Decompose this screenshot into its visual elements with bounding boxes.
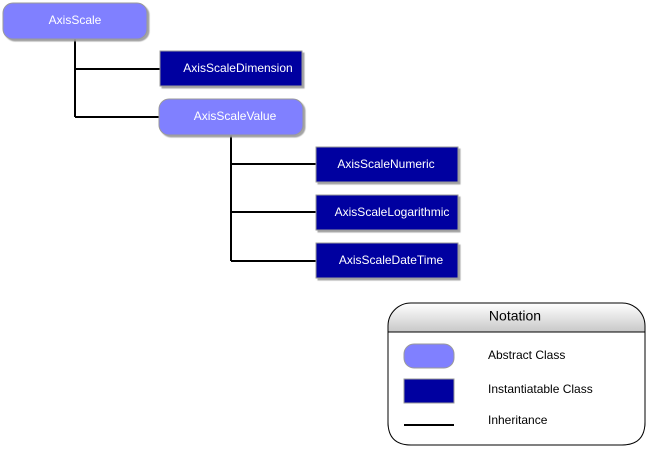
node-axis-scale-datetime-label: AxisScaleDateTime — [339, 253, 444, 267]
inheritance-connectors — [74, 39, 316, 262]
notation-legend-frame — [388, 303, 645, 332]
node-axis-scale-numeric[interactable]: AxisScaleNumeric — [315, 146, 459, 183]
notation-title: Notation — [489, 308, 541, 324]
notation-legend: Notation Abstract Class Instantiatable C… — [387, 302, 646, 446]
node-axis-scale-logarithmic-label: AxisScaleLogarithmic — [335, 205, 450, 219]
node-axis-scale-logarithmic[interactable]: AxisScaleLogarithmic — [315, 194, 459, 231]
node-axis-scale-value-label: AxisScaleValue — [194, 109, 277, 123]
node-axis-scale-dimension-label: AxisScaleDimension — [183, 61, 292, 75]
abstract-class-label: Abstract Class — [488, 348, 565, 362]
node-axis-scale[interactable]: AxisScale — [2, 2, 148, 40]
abstract-class-swatch — [403, 343, 455, 369]
node-axis-scale-value[interactable]: AxisScaleValue — [158, 98, 304, 136]
instantiatable-class-label: Instantiatable Class — [488, 382, 593, 396]
instantiatable-class-swatch — [403, 378, 455, 404]
node-axis-scale-numeric-label: AxisScaleNumeric — [337, 157, 434, 171]
node-axis-scale-label: AxisScale — [49, 13, 102, 27]
inheritance-label: Inheritance — [488, 413, 548, 427]
node-axis-scale-datetime[interactable]: AxisScaleDateTime — [315, 242, 459, 279]
node-axis-scale-dimension[interactable]: AxisScaleDimension — [159, 50, 303, 87]
